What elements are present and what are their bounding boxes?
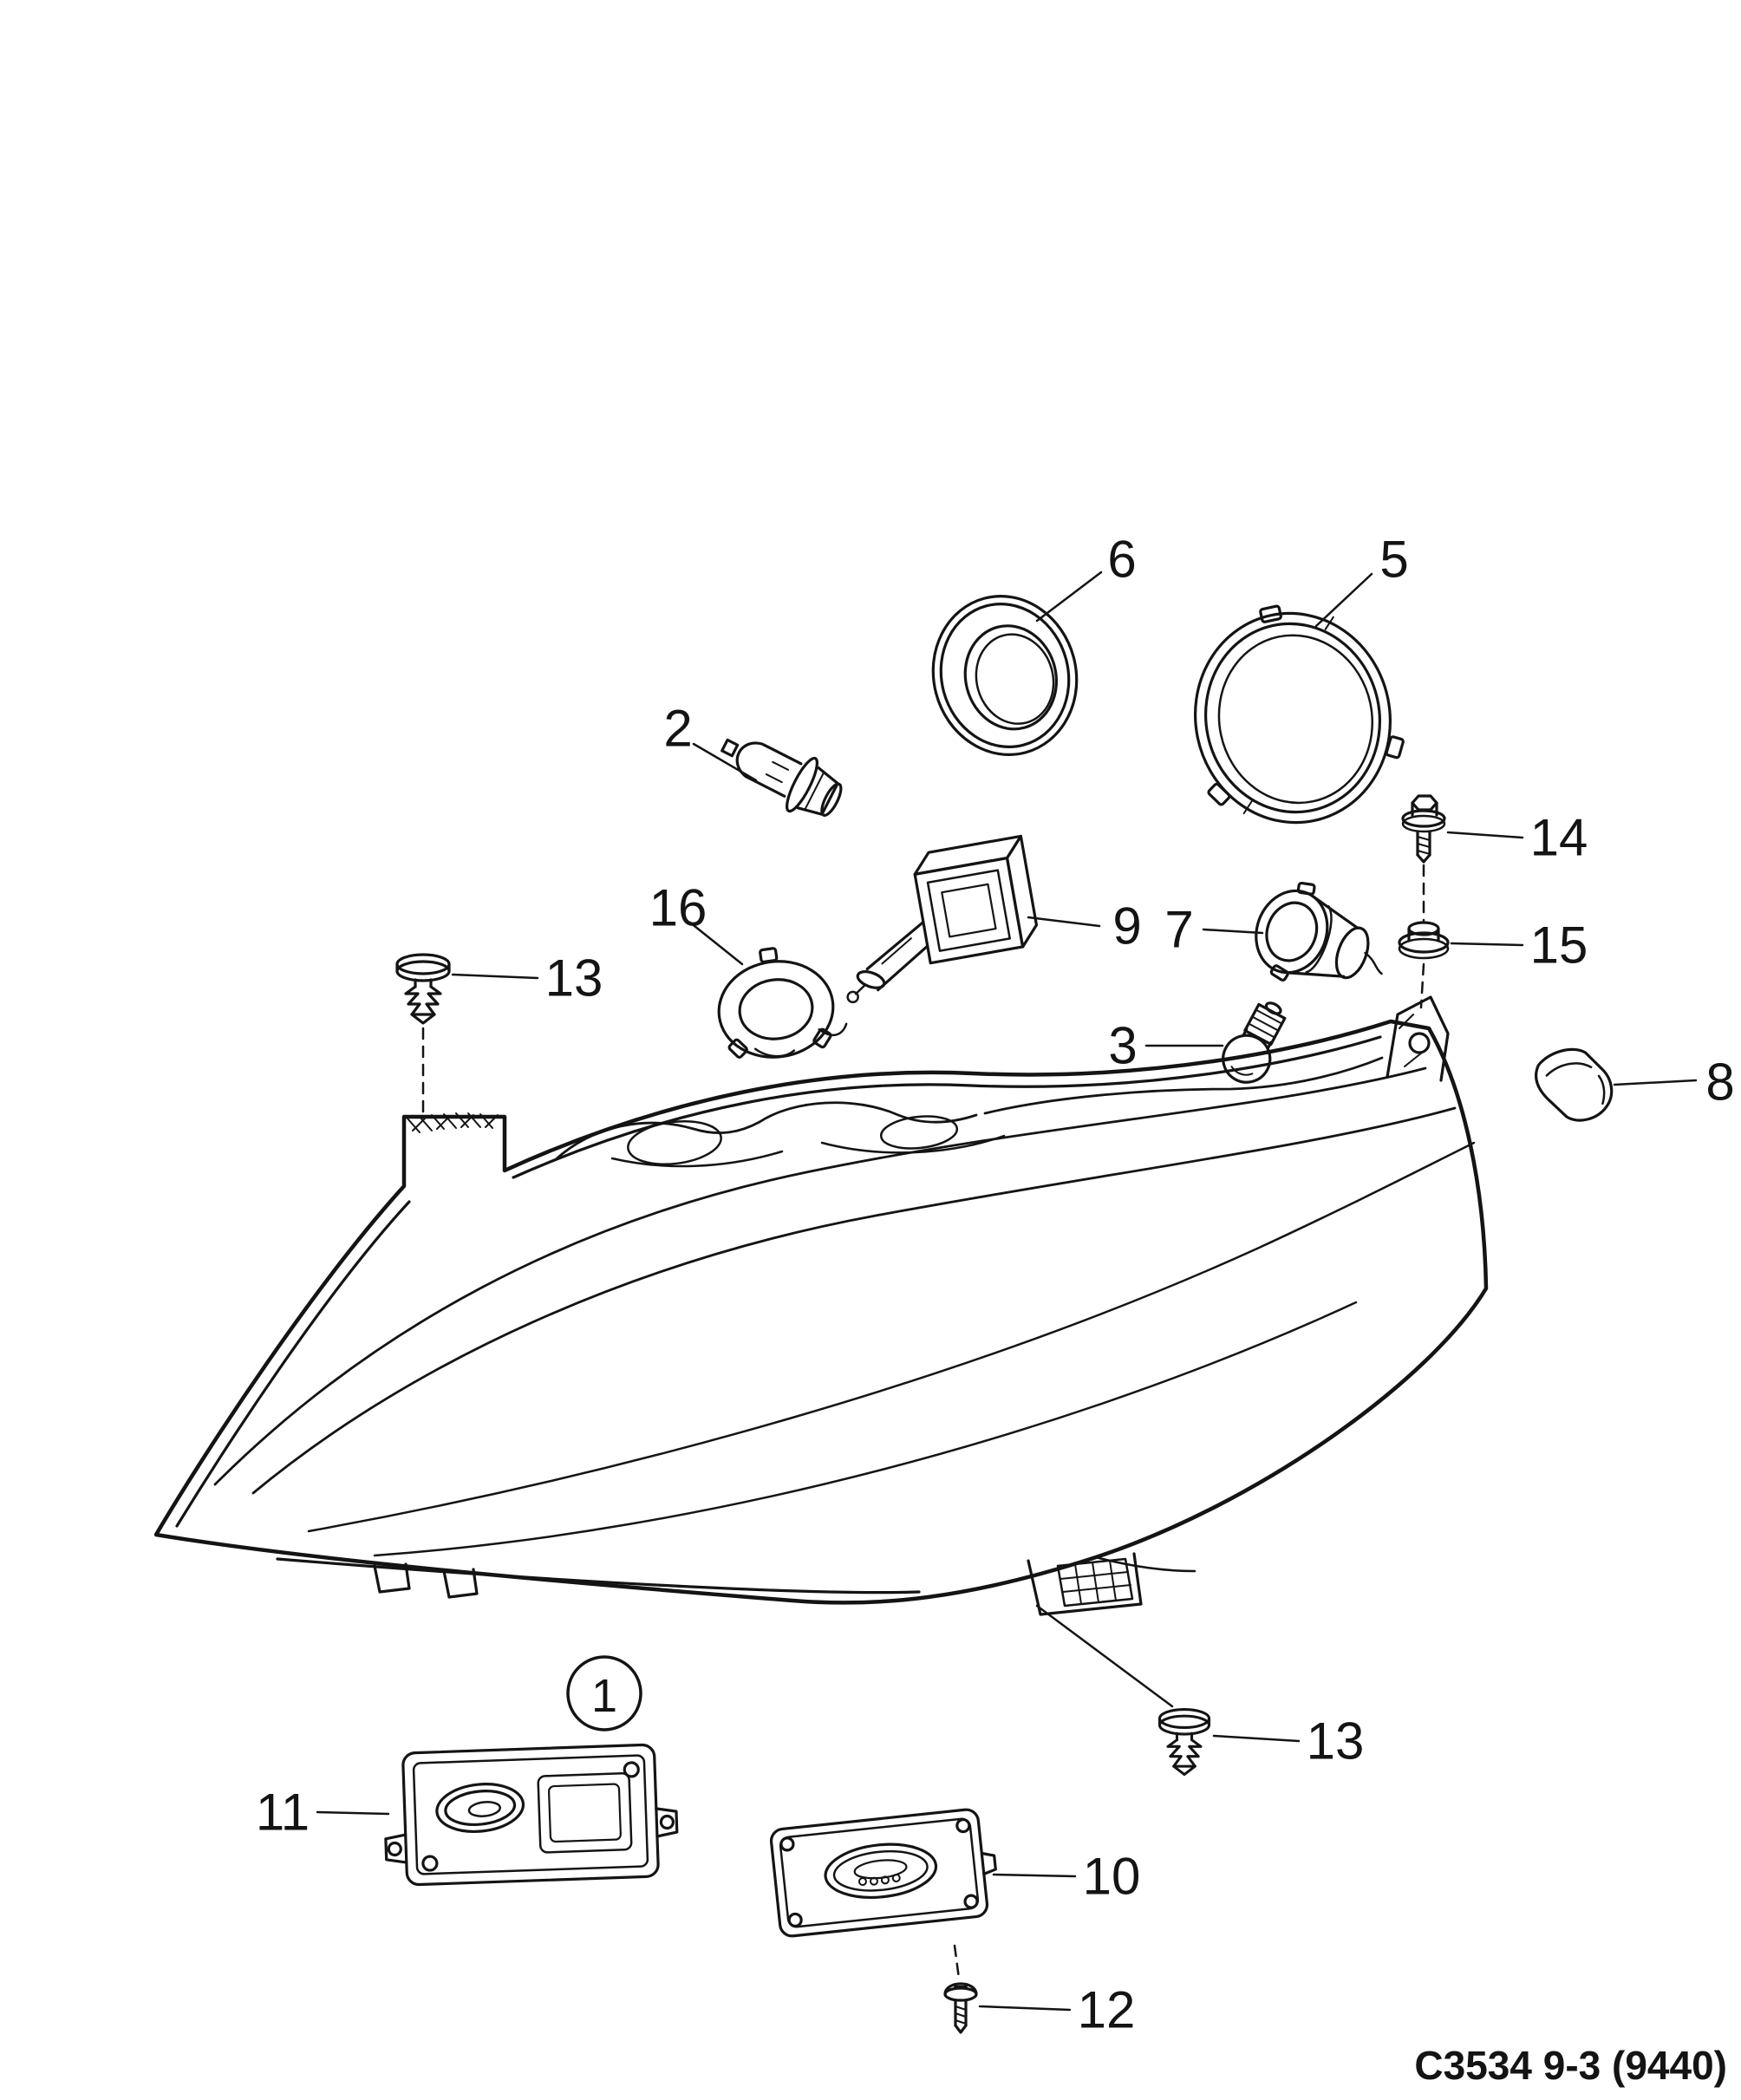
callout-13-bottom: 13 xyxy=(1307,1712,1365,1771)
part-1-headlamp-housing xyxy=(153,995,1489,1616)
callout-8: 8 xyxy=(1705,1053,1734,1112)
callout-15: 15 xyxy=(1530,916,1588,975)
part-13-push-clip-top xyxy=(395,953,451,1025)
part-10-igniter-unit xyxy=(769,1808,997,1938)
part-5-retaining-ring xyxy=(1193,604,1405,825)
callout-7: 7 xyxy=(1164,901,1193,959)
part-2-halogen-bulb xyxy=(721,738,843,817)
callout-1: 1 xyxy=(591,1670,617,1722)
part-9-xenon-bulb xyxy=(846,834,1039,1004)
part-13-push-clip-bottom xyxy=(1157,1708,1211,1777)
assembly-callout-circle xyxy=(566,1655,642,1732)
part-15-flange-nut xyxy=(1398,921,1450,960)
callout-5: 5 xyxy=(1379,531,1408,589)
part-11-ballast-unit xyxy=(384,1743,679,1887)
part-8-rubber-cap xyxy=(1535,1047,1614,1122)
callout-12: 12 xyxy=(1078,1981,1136,2039)
callout-11: 11 xyxy=(256,1784,310,1842)
callout-3: 3 xyxy=(1108,1017,1137,1075)
callout-6: 6 xyxy=(1107,531,1136,589)
leader-lines xyxy=(316,571,1698,2012)
part-3-indicator-bulb xyxy=(1222,1001,1287,1084)
part-12-screw xyxy=(943,1982,978,2034)
callout-2: 2 xyxy=(663,700,692,758)
assembly-centerlines xyxy=(421,864,1425,1980)
part-16-bulb-retainer xyxy=(717,947,848,1059)
callout-10: 10 xyxy=(1083,1848,1141,1906)
callout-13-top: 13 xyxy=(545,949,603,1008)
callout-16: 16 xyxy=(649,879,707,937)
callout-9: 9 xyxy=(1112,897,1141,955)
part-6-seal-ring xyxy=(931,595,1079,756)
diagram-code: C3534 9-3 (9440) xyxy=(1414,2043,1727,2088)
callout-14: 14 xyxy=(1530,809,1588,867)
part-7-bulb-socket xyxy=(1255,881,1383,982)
part-14-screw xyxy=(1401,794,1446,864)
